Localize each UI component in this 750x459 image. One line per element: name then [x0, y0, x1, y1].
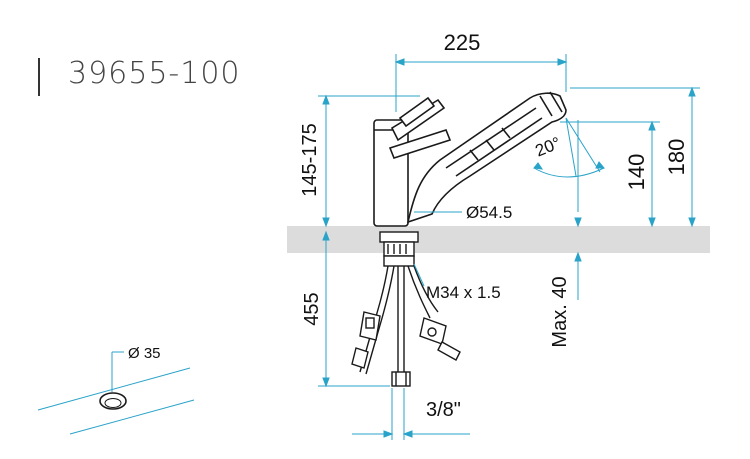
label-thread: M34 x 1.5 [426, 283, 501, 302]
label-hole-diameter: Ø 35 [128, 345, 161, 362]
label-total-height: 180 [664, 139, 689, 176]
dimension-lines [318, 54, 700, 440]
label-swivel-angle: 20° [532, 133, 563, 160]
countertop [287, 226, 710, 253]
handle-lever [390, 96, 446, 142]
label-body-height: 145-175 [299, 123, 321, 196]
label-spout-reach: 225 [444, 30, 481, 55]
model-number: 39655-100 [68, 56, 241, 91]
label-base-diameter: Ø54.5 [466, 203, 512, 222]
label-max-counter: Max. 40 [549, 276, 571, 347]
label-outlet-height: 140 [624, 154, 649, 191]
mounting-shank [379, 231, 419, 267]
handle-lever-2 [388, 129, 452, 159]
label-connection: 3/8" [426, 399, 461, 421]
hose-connector-center [391, 371, 411, 387]
label-hose-length: 455 [301, 292, 323, 325]
hose-connector-left [351, 311, 381, 369]
mounting-hole [99, 392, 127, 410]
title-divider [38, 58, 40, 96]
mounting-hole-inner [104, 398, 122, 408]
pull-out-spout [406, 91, 567, 224]
mounting-hole-sketch [37, 351, 195, 435]
hose-connector-right [419, 317, 461, 361]
